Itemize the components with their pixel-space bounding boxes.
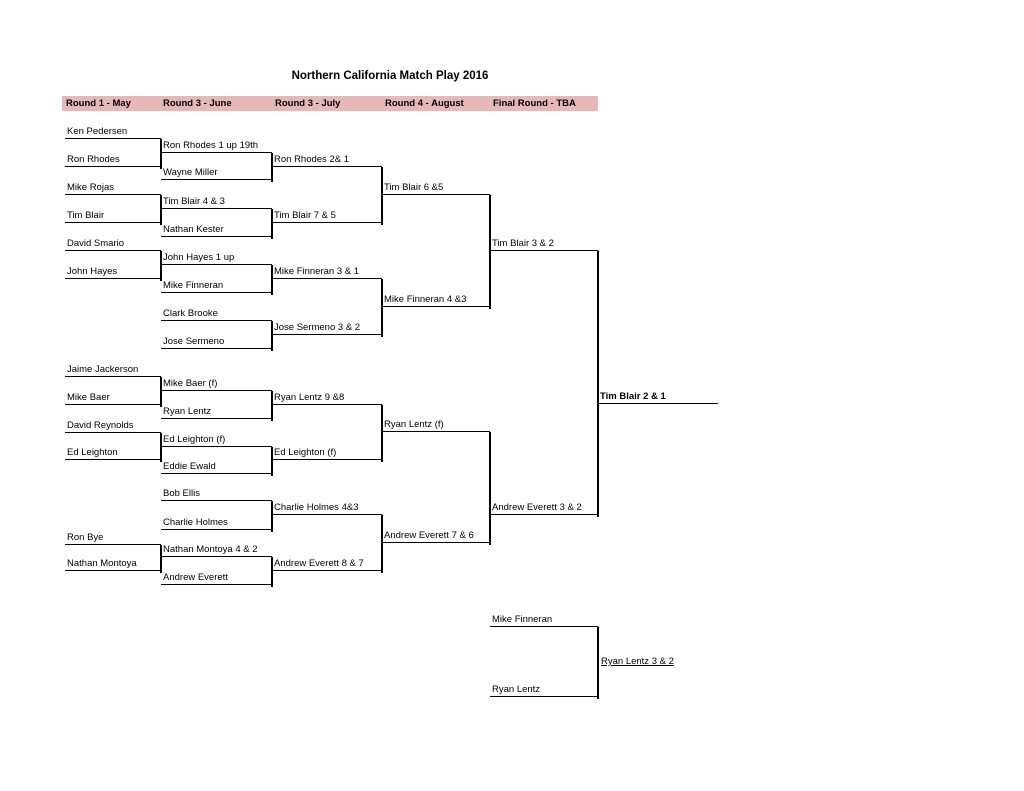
bracket-entry-round3: Tim Blair 7 & 5 — [272, 210, 382, 223]
bracket-entry-round1: Ron Bye — [65, 532, 161, 545]
bracket-entry-round2: Ryan Lentz — [161, 406, 272, 419]
bracket-connector — [271, 501, 273, 532]
bracket-connector — [381, 279, 383, 337]
bracket-connector — [271, 265, 273, 295]
bracket-entry-round2: Nathan Montoya 4 & 2 — [161, 544, 272, 557]
bracket-entry-round1: Tim Blair — [65, 210, 161, 223]
bracket-entry-round3: Ed Leighton (f) — [272, 447, 382, 460]
bracket-connector — [271, 153, 273, 182]
bracket-entry-round2: Jose Sermeno — [161, 336, 272, 349]
bracket-entry-round2: Eddie Ewald — [161, 461, 272, 474]
champion-entry: Tim Blair 2 & 1 — [598, 391, 718, 404]
bracket-entry-round1: John Hayes — [65, 266, 161, 279]
bracket-entry-round3: Charlie Holmes 4&3 — [272, 502, 382, 515]
bracket-connector — [271, 447, 273, 476]
bracket-entry-round1: Mike Baer — [65, 392, 161, 405]
bracket-entry-round5: Tim Blair 3 & 2 — [490, 238, 598, 251]
bracket-entry-round4: Andrew Everett 7 & 6 — [382, 530, 490, 543]
bracket-connector — [160, 545, 162, 573]
bracket-entry-round2: Andrew Everett — [161, 572, 272, 585]
bracket-connector — [381, 405, 383, 462]
bracket-connector — [271, 557, 273, 587]
bracket-entry-round4: Mike Finneran 4 &3 — [382, 294, 490, 307]
bracket-connector — [597, 251, 599, 517]
bracket-connector — [489, 195, 491, 309]
header-round-1: Round 1 - May — [66, 98, 131, 109]
bracket-entry-round1: David Smario — [65, 238, 161, 251]
bracket-entry-round2: Wayne Miller — [161, 167, 272, 180]
bracket-entry-round2: Ed Leighton (f) — [161, 434, 272, 447]
bracket-connector — [271, 321, 273, 351]
bracket-entry-round5: Andrew Everett 3 & 2 — [490, 502, 598, 515]
bracket-connector — [160, 433, 162, 462]
header-round-3: Round 3 - July — [275, 98, 341, 109]
bracket-entry-round2: Tim Blair 4 & 3 — [161, 196, 272, 209]
header-round-4: Round 4 - August — [385, 98, 464, 109]
bracket-entry-round1: Ron Rhodes — [65, 154, 161, 167]
bracket-connector — [160, 251, 162, 281]
bracket-connector — [597, 627, 599, 699]
bracket-entry-round2: Bob Ellis — [161, 488, 272, 501]
bracket-entry-round2: John Hayes 1 up — [161, 252, 272, 265]
page-title: Northern California Match Play 2016 — [291, 70, 489, 82]
bracket-entry-round2: Ron Rhodes 1 up 19th — [161, 140, 272, 153]
bracket-entry-round1: Nathan Montoya — [65, 558, 161, 571]
header-final-round: Final Round - TBA — [493, 98, 576, 109]
bracket-connector — [160, 377, 162, 407]
bracket-entry-round4: Ryan Lentz (f) — [382, 419, 490, 432]
bracket-entry-round3: Ryan Lentz 9 &8 — [272, 392, 382, 405]
bracket-entry-round2: Nathan Kester — [161, 224, 272, 237]
header-round-2: Round 3 - June — [163, 98, 232, 109]
bracket-connector — [271, 391, 273, 421]
bracket-connector — [271, 209, 273, 239]
bracket-entry-round1: Mike Rojas — [65, 182, 161, 195]
consolation-player: Mike Finneran — [490, 614, 598, 627]
bracket-entry-round3: Mike Finneran 3 & 1 — [272, 266, 382, 279]
bracket-entry-round4: Tim Blair 6 &5 — [382, 182, 490, 195]
bracket-entry-round1: Jaime Jackerson — [65, 364, 161, 377]
bracket-entry-round2: Charlie Holmes — [161, 517, 272, 530]
bracket-entry-round2: Clark Brooke — [161, 308, 272, 321]
bracket-entry-round3: Ron Rhodes 2& 1 — [272, 154, 382, 167]
bracket-entry-round2: Mike Baer (f) — [161, 378, 272, 391]
bracket-entry-round3: Jose Sermeno 3 & 2 — [272, 322, 382, 335]
bracket-entry-round2: Mike Finneran — [161, 280, 272, 293]
bracket-connector — [381, 515, 383, 573]
bracket-connector — [489, 432, 491, 545]
bracket-connector — [381, 167, 383, 225]
consolation-player: Ryan Lentz — [490, 684, 598, 697]
bracket-entry-round3: Andrew Everett 8 & 7 — [272, 558, 382, 571]
round-header-band — [62, 96, 598, 111]
bracket-entry-round1: Ed Leighton — [65, 447, 161, 460]
bracket-entry-round1: David Reynolds — [65, 420, 161, 433]
bracket-connector — [160, 139, 162, 169]
bracket-connector — [160, 195, 162, 225]
bracket-entry-round1: Ken Pedersen — [65, 126, 161, 139]
consolation-result: Ryan Lentz 3 & 2 — [601, 656, 674, 667]
